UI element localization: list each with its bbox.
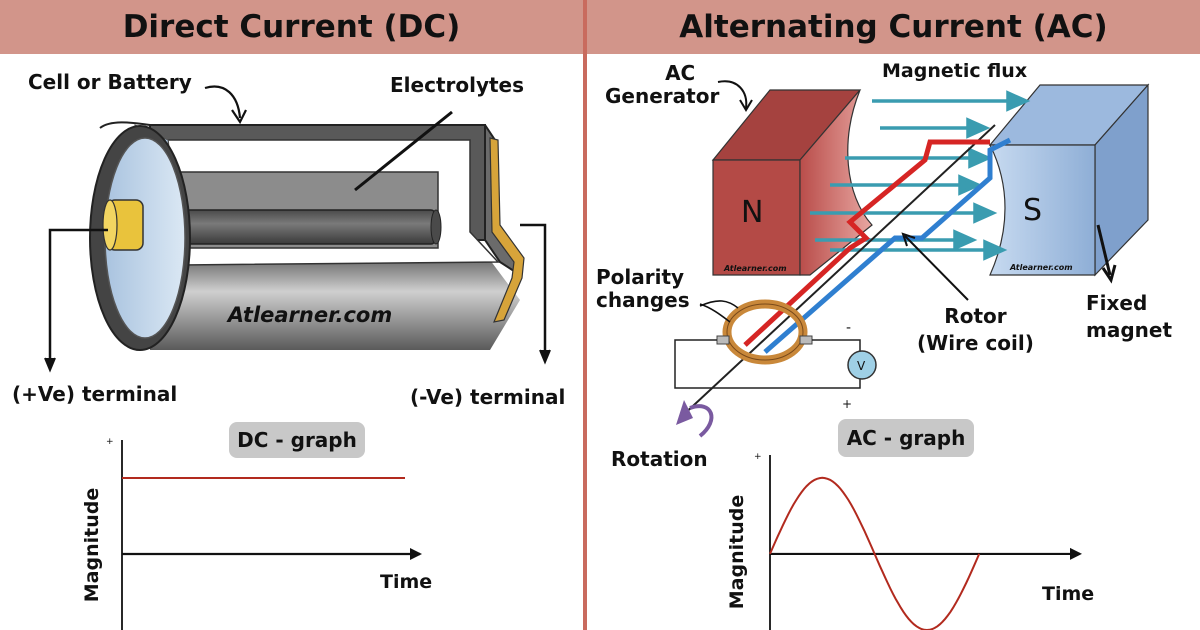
magnetic-flux-label: Magnetic flux xyxy=(882,60,1028,82)
cell-or-battery-label: Cell or Battery xyxy=(28,70,192,94)
polarity-pointer-2 xyxy=(699,300,739,309)
generator-pointer xyxy=(717,80,748,109)
flux-arrows xyxy=(810,90,1031,261)
ac-generator-label: AC Generator xyxy=(605,61,719,108)
s-magnet-front xyxy=(989,144,1096,276)
negative-terminal-plate xyxy=(489,137,525,323)
fixed-magnet-label: Fixed magnet xyxy=(1086,292,1172,342)
electrolytes-pointer xyxy=(354,110,453,192)
ac-chart-series-line xyxy=(769,476,981,630)
battery-body-lower xyxy=(150,260,520,350)
dc-title: Direct Current (DC) xyxy=(0,0,583,54)
neg-terminal-wire xyxy=(520,223,547,360)
ac-chart-plus-mark: + xyxy=(754,452,762,462)
s-pole-label: S xyxy=(1023,193,1042,228)
n-pole-label: N xyxy=(741,195,763,230)
ac-chart-xlabel: Time xyxy=(1042,583,1094,605)
rotation-label: Rotation xyxy=(611,447,708,471)
voltmeter xyxy=(847,350,877,380)
neg-terminal-label: (-Ve) terminal xyxy=(410,385,566,409)
axle xyxy=(679,124,996,419)
dc-chart-xlabel: Time xyxy=(380,571,432,593)
coil-red xyxy=(743,139,990,347)
pos-terminal-wire xyxy=(48,228,108,368)
rotor-label: Rotor (Wire coil) xyxy=(917,305,1034,355)
ac-chart-x-axis-arrow xyxy=(1070,547,1082,560)
rotation-arrow xyxy=(689,404,714,438)
voltmeter-label: V xyxy=(857,359,866,373)
dc-graph-title: DC - graph xyxy=(229,422,365,458)
dc-chart-plus-mark: + xyxy=(106,437,114,447)
fixed-line1: Fixed xyxy=(1086,291,1148,315)
circuit-plus: + xyxy=(842,397,852,411)
cell-pointer xyxy=(204,85,242,119)
ac-generator-line2: Generator xyxy=(605,84,720,108)
fixed-magnet-pointer xyxy=(1096,224,1112,276)
ac-title: Alternating Current (AC) xyxy=(587,0,1200,54)
rotor-line2: (Wire coil) xyxy=(917,331,1034,355)
ac-chart-ylabel: Magnitude xyxy=(726,495,748,609)
polarity-line2: changes xyxy=(596,288,690,312)
rotor-line1: Rotor xyxy=(944,304,1007,328)
circuit-wire xyxy=(674,339,861,389)
polarity-line1: Polarity xyxy=(596,265,685,289)
panel-divider xyxy=(583,0,587,630)
dc-watermark: Atlearner.com xyxy=(226,303,392,327)
coil-blue xyxy=(763,137,1012,354)
ac-graph-title: AC - graph xyxy=(838,419,974,457)
electrolytes-label: Electrolytes xyxy=(390,73,525,97)
rotor-pointer xyxy=(904,235,969,301)
fixed-line2: magnet xyxy=(1086,318,1173,342)
n-watermark: Atlearner.com xyxy=(723,264,787,273)
dc-chart-x-axis-arrow xyxy=(410,548,422,560)
s-watermark: Atlearner.com xyxy=(1009,263,1073,272)
circuit-minus: - xyxy=(846,320,851,336)
dc-chart-ylabel: Magnitude xyxy=(81,488,103,602)
polarity-label: Polarity changes xyxy=(596,266,690,312)
pos-terminal-label: (+Ve) terminal xyxy=(12,382,178,406)
ac-generator-line1: AC xyxy=(665,61,696,85)
